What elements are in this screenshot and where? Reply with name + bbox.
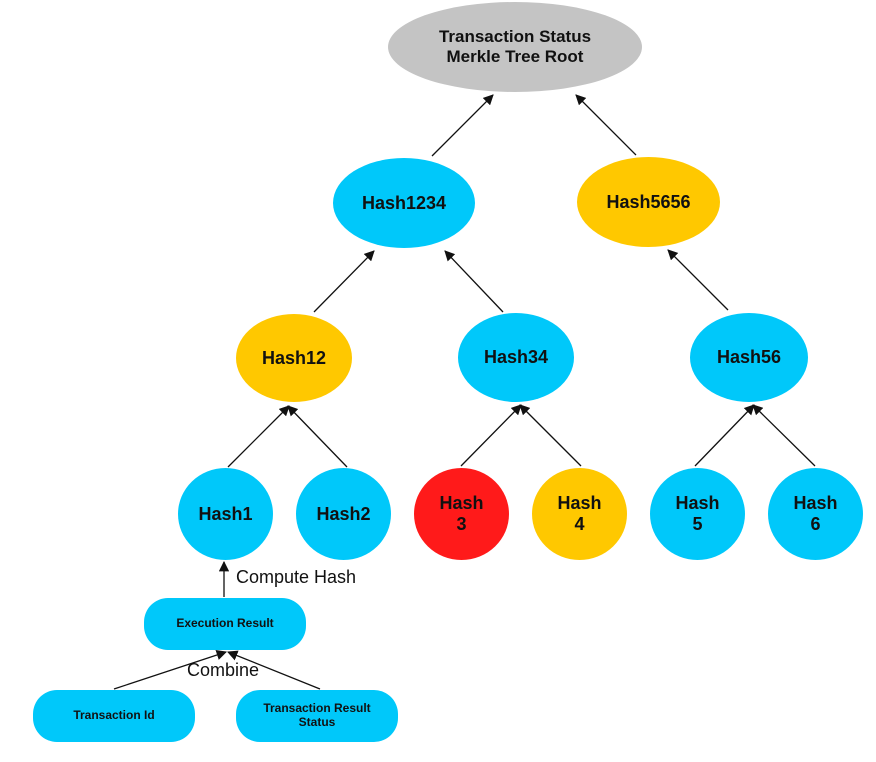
edge-transaction-id-to-execution-result	[113, 649, 227, 690]
edge-hash5-to-hash56	[694, 404, 755, 467]
edge-hash1234-to-root	[431, 94, 494, 157]
transaction-id-node: Transaction Id	[33, 690, 195, 742]
hash2-node: Hash2	[296, 468, 391, 560]
hash1-node: Hash1	[178, 468, 273, 560]
hash1234-node: Hash1234	[333, 158, 475, 248]
hash34-node: Hash34	[458, 313, 574, 402]
edge-hash56-to-hash5656	[667, 249, 729, 311]
edge-hash1-to-hash12	[227, 405, 290, 468]
hash56-node: Hash56	[690, 313, 808, 402]
edge-hash4-to-hash34	[519, 404, 582, 467]
edge-hash2-to-hash12	[287, 405, 348, 468]
edge-hash3-to-hash34	[460, 404, 522, 467]
edge-hash12-to-hash1234	[313, 250, 375, 313]
combine-label: Combine	[187, 660, 260, 680]
hash12-node: Hash12	[236, 314, 352, 402]
execution-result-node: Execution Result	[144, 598, 306, 650]
edge-transaction-result-status-to-execution-result	[227, 650, 321, 690]
compute-hash-label: Compute Hash	[236, 567, 357, 587]
edge-hash34-to-hash1234	[444, 250, 504, 313]
edge-hash6-to-hash56	[752, 404, 816, 467]
edge-hash5656-to-root	[575, 94, 637, 156]
hash5656-node: Hash5656	[577, 157, 720, 247]
